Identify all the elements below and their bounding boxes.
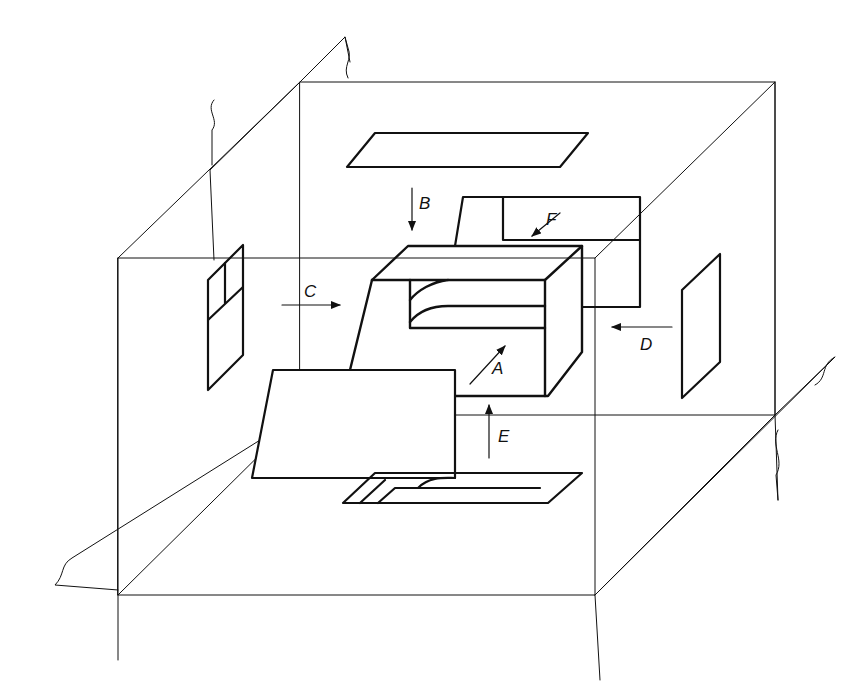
view-letter: B [419,195,430,212]
view-letter: D [640,336,652,353]
view-letter: C [304,283,316,300]
view-letter: F [546,211,556,228]
view-letter: E [498,428,509,445]
view-letter: A [492,360,503,377]
